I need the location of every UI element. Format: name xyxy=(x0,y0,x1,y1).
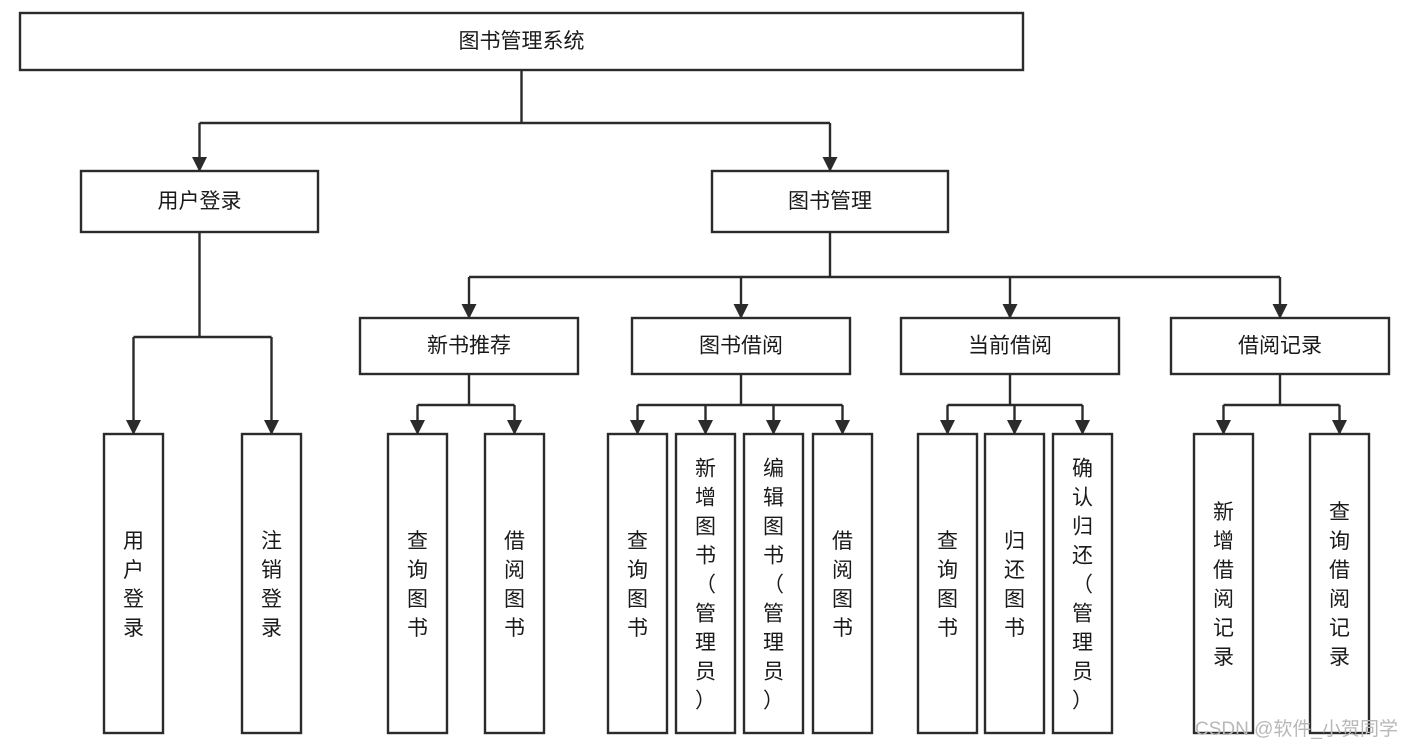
node-user-login[interactable]: 用户登录 xyxy=(79,169,320,234)
node-leaf-query-book-cur[interactable]: 查询图书 xyxy=(916,432,979,735)
arrow-head-icon xyxy=(126,420,141,435)
node-label-leaf-borrow-book-bor: 借阅图书 xyxy=(832,530,853,640)
node-leaf-confirm-return[interactable]: 确认归还（管理员） xyxy=(1051,432,1114,735)
arrow-head-icon xyxy=(1216,420,1231,435)
node-label-current-borrow: 当前借阅 xyxy=(968,335,1052,358)
node-box-leaf-borrow-book-rec[interactable] xyxy=(483,432,546,735)
node-label-leaf-return-book: 归还图书 xyxy=(1004,530,1025,640)
node-layer: 图书管理系统用户登录图书管理新书推荐图书借阅当前借阅借阅记录用户登录注销登录查询… xyxy=(18,11,1391,735)
node-box-leaf-query-book-bor[interactable] xyxy=(606,432,669,735)
node-current-borrow[interactable]: 当前借阅 xyxy=(899,316,1121,376)
node-box-leaf-query-record[interactable] xyxy=(1308,432,1371,735)
node-box-user-login[interactable] xyxy=(79,169,320,234)
node-box-leaf-return-book[interactable] xyxy=(983,432,1046,735)
node-label-leaf-add-book: 新增图书（管理员） xyxy=(695,458,716,713)
node-box-leaf-logout[interactable] xyxy=(240,432,303,735)
node-book-manage[interactable]: 图书管理 xyxy=(710,169,950,234)
node-leaf-borrow-book-bor[interactable]: 借阅图书 xyxy=(811,432,874,735)
node-label-book-borrow: 图书借阅 xyxy=(699,335,783,358)
node-borrow-record[interactable]: 借阅记录 xyxy=(1169,316,1391,376)
arrow-head-icon xyxy=(410,420,425,435)
node-label-book-manage: 图书管理 xyxy=(788,190,872,213)
watermark-label: CSDN @软件_小贺同学 xyxy=(1195,718,1398,740)
node-leaf-return-book[interactable]: 归还图书 xyxy=(983,432,1046,735)
node-box-borrow-record[interactable] xyxy=(1169,316,1391,376)
arrow-head-icon xyxy=(766,420,781,435)
node-label-leaf-confirm-return: 确认归还（管理员） xyxy=(1072,458,1093,713)
node-box-leaf-add-record[interactable] xyxy=(1192,432,1255,735)
arrow-head-icon xyxy=(507,420,522,435)
arrow-head-icon xyxy=(1272,304,1288,319)
node-new-book-recommend[interactable]: 新书推荐 xyxy=(358,316,580,376)
arrow-head-icon xyxy=(192,157,207,172)
node-box-new-book-recommend[interactable] xyxy=(358,316,580,376)
node-label-leaf-user-login: 用户登录 xyxy=(123,530,144,640)
node-box-leaf-confirm-return[interactable] xyxy=(1051,432,1114,735)
arrow-head-icon xyxy=(264,420,279,435)
arrow-head-icon xyxy=(1075,420,1090,435)
node-box-leaf-user-login[interactable] xyxy=(102,432,165,735)
node-box-root[interactable] xyxy=(18,11,1025,72)
node-label-user-login: 用户登录 xyxy=(158,190,242,213)
node-box-leaf-query-book-rec[interactable] xyxy=(386,432,449,735)
node-box-leaf-query-book-cur[interactable] xyxy=(916,432,979,735)
node-box-book-borrow[interactable] xyxy=(630,316,852,376)
arrow-head-icon xyxy=(835,420,850,435)
arrow-head-icon xyxy=(940,420,955,435)
node-leaf-user-login[interactable]: 用户登录 xyxy=(102,432,165,735)
node-label-leaf-query-book-cur: 查询图书 xyxy=(937,530,958,640)
node-box-leaf-edit-book[interactable] xyxy=(742,432,805,735)
node-label-leaf-borrow-book-rec: 借阅图书 xyxy=(504,530,525,640)
arrow-head-icon xyxy=(1007,420,1022,435)
node-label-new-book-recommend: 新书推荐 xyxy=(427,335,511,358)
node-label-borrow-record: 借阅记录 xyxy=(1238,335,1322,358)
node-label-root: 图书管理系统 xyxy=(459,30,585,53)
arrow-head-icon xyxy=(733,304,749,319)
arrow-head-icon xyxy=(1002,304,1018,319)
node-leaf-add-book[interactable]: 新增图书（管理员） xyxy=(674,432,737,735)
node-label-leaf-query-book-bor: 查询图书 xyxy=(627,530,648,640)
node-label-leaf-add-record: 新增借阅记录 xyxy=(1213,501,1234,669)
node-leaf-query-book-bor[interactable]: 查询图书 xyxy=(606,432,669,735)
node-book-borrow[interactable]: 图书借阅 xyxy=(630,316,852,376)
node-label-leaf-query-book-rec: 查询图书 xyxy=(407,530,428,640)
node-box-current-borrow[interactable] xyxy=(899,316,1121,376)
arrow-head-icon xyxy=(698,420,713,435)
node-label-leaf-edit-book: 编辑图书（管理员） xyxy=(763,458,784,713)
arrow-head-icon xyxy=(822,157,838,172)
node-leaf-logout[interactable]: 注销登录 xyxy=(240,432,303,735)
node-root[interactable]: 图书管理系统 xyxy=(18,11,1025,72)
arrow-head-icon xyxy=(1332,420,1347,435)
connector-layer xyxy=(126,70,1347,435)
node-leaf-edit-book[interactable]: 编辑图书（管理员） xyxy=(742,432,805,735)
node-box-leaf-add-book[interactable] xyxy=(674,432,737,735)
node-box-book-manage[interactable] xyxy=(710,169,950,234)
arrow-head-icon xyxy=(461,304,477,319)
node-box-leaf-borrow-book-bor[interactable] xyxy=(811,432,874,735)
node-leaf-borrow-book-rec[interactable]: 借阅图书 xyxy=(483,432,546,735)
node-leaf-query-record[interactable]: 查询借阅记录 xyxy=(1308,432,1371,735)
node-leaf-add-record[interactable]: 新增借阅记录 xyxy=(1192,432,1255,735)
arrow-head-icon xyxy=(630,420,645,435)
node-label-leaf-logout: 注销登录 xyxy=(261,530,282,640)
node-label-leaf-query-record: 查询借阅记录 xyxy=(1329,501,1350,669)
node-leaf-query-book-rec[interactable]: 查询图书 xyxy=(386,432,449,735)
